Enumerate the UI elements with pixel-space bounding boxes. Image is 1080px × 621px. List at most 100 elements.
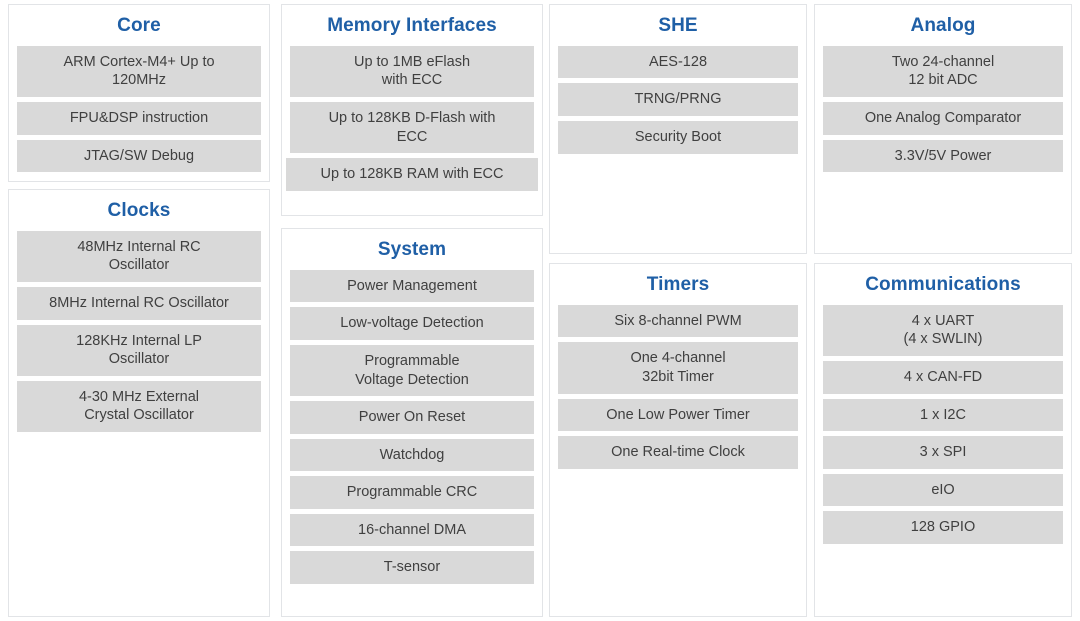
block-item: 128KHz Internal LP Oscillator xyxy=(17,324,261,376)
block-item: Watchdog xyxy=(290,438,534,472)
block-item: TRNG/PRNG xyxy=(558,83,798,116)
block-item: 4 x UART (4 x SWLIN) xyxy=(823,304,1063,356)
block-item: eIO xyxy=(823,473,1063,507)
block-item-line1: 3.3V/5V Power xyxy=(894,147,992,164)
block-item: One Low Power Timer xyxy=(558,398,798,432)
block-item-line1: Up to 128KB D-Flash with xyxy=(328,109,496,126)
block-item-line2: Oscillator xyxy=(108,351,170,368)
panel-items-memory-interfaces: Up to 1MB eFlash with ECC Up to 128KB D-… xyxy=(282,45,542,204)
panel-title-memory-interfaces: Memory Interfaces xyxy=(327,15,497,36)
block-item: Security Boot xyxy=(558,120,798,154)
panel-clocks: Clocks 48MHz Internal RC Oscillator 8MHz… xyxy=(8,189,270,617)
panel-analog: Analog Two 24-channel 12 bit ADC One Ana… xyxy=(814,4,1072,254)
block-item-line2: with ECC xyxy=(381,72,443,89)
block-item: Low-voltage Detection xyxy=(290,307,534,340)
panel-title-she: SHE xyxy=(658,15,698,36)
block-item: Up to 128KB RAM with ECC xyxy=(286,158,538,191)
block-item: 48MHz Internal RC Oscillator xyxy=(17,230,261,282)
block-item: JTAG/SW Debug xyxy=(17,139,261,173)
block-item: One 4-channel 32bit Timer xyxy=(558,342,798,394)
block-item-line2: 12 bit ADC xyxy=(908,72,978,89)
block-item-line1: 8MHz Internal RC Oscillator xyxy=(49,294,229,311)
block-item-line1: Programmable CRC xyxy=(346,484,478,501)
block-item: ARM Cortex-M4+ Up to 120MHz xyxy=(17,45,261,97)
panel-items-core: ARM Cortex-M4+ Up to 120MHz FPU&DSP inst… xyxy=(9,45,269,185)
block-item: 16-channel DMA xyxy=(290,513,534,547)
block-item-line1: 128KHz Internal LP xyxy=(76,332,202,349)
panel-she: SHE AES-128 TRNG/PRNG Security Boot xyxy=(549,4,807,254)
block-item: 4-30 MHz External Crystal Oscillator xyxy=(17,380,261,432)
block-item: 3.3V/5V Power xyxy=(823,139,1063,173)
block-item-line1: eIO xyxy=(931,481,955,498)
block-item-line2: Voltage Detection xyxy=(355,371,469,388)
block-item-line1: Up to 128KB RAM with ECC xyxy=(320,166,504,183)
block-item-line1: Two 24-channel xyxy=(891,53,995,70)
block-item-line2: Crystal Oscillator xyxy=(84,407,194,424)
block-item: 128 GPIO xyxy=(823,511,1063,544)
block-item: FPU&DSP instruction xyxy=(17,101,261,135)
block-item-line1: One 4-channel xyxy=(630,350,726,367)
block-item: 8MHz Internal RC Oscillator xyxy=(17,286,261,320)
block-item: AES-128 xyxy=(558,45,798,79)
block-item-line1: 4 x CAN-FD xyxy=(903,368,983,385)
panel-items-she: AES-128 TRNG/PRNG Security Boot xyxy=(550,45,806,167)
panel-title-core: Core xyxy=(117,15,161,36)
panel-title-communications: Communications xyxy=(865,274,1021,295)
block-item-line1: One Analog Comparator xyxy=(864,109,1022,126)
block-item: Power On Reset xyxy=(290,401,534,434)
block-item-line1: Power Management xyxy=(347,277,477,294)
panel-memory-interfaces: Memory Interfaces Up to 1MB eFlash with … xyxy=(281,4,543,216)
panel-communications: Communications 4 x UART (4 x SWLIN) 4 x … xyxy=(814,263,1072,617)
block-item: 3 x SPI xyxy=(823,436,1063,469)
panel-timers: Timers Six 8-channel PWM One 4-channel 3… xyxy=(549,263,807,617)
panel-core: Core ARM Cortex-M4+ Up to 120MHz FPU&DSP… xyxy=(8,4,270,182)
panel-title-timers: Timers xyxy=(646,274,710,295)
block-item-line1: TRNG/PRNG xyxy=(634,91,722,108)
block-item-line1: ARM Cortex-M4+ Up to xyxy=(63,53,215,70)
block-item-line1: Up to 1MB eFlash xyxy=(353,53,471,70)
panel-title-system: System xyxy=(377,239,447,260)
block-item-line1: 4 x UART xyxy=(911,312,975,329)
panel-title-analog: Analog xyxy=(910,15,976,36)
block-item-line1: Security Boot xyxy=(634,128,722,145)
block-item: One Analog Comparator xyxy=(823,101,1063,135)
panel-items-timers: Six 8-channel PWM One 4-channel 32bit Ti… xyxy=(550,304,806,482)
block-item: One Real-time Clock xyxy=(558,436,798,469)
panel-items-analog: Two 24-channel 12 bit ADC One Analog Com… xyxy=(815,45,1071,185)
block-item-line1: 3 x SPI xyxy=(919,444,967,461)
block-item-line1: FPU&DSP instruction xyxy=(69,109,209,126)
block-item-line1: Watchdog xyxy=(379,446,445,463)
panel-system: System Power Management Low-voltage Dete… xyxy=(281,228,543,617)
block-item: Programmable CRC xyxy=(290,476,534,509)
block-item-line1: 48MHz Internal RC xyxy=(77,238,201,255)
block-item-line1: Low-voltage Detection xyxy=(340,315,484,332)
block-item-line1: 4-30 MHz External xyxy=(78,388,200,405)
block-item: 1 x I2C xyxy=(823,398,1063,432)
block-item-line1: AES-128 xyxy=(648,53,708,70)
block-item-line1: Power On Reset xyxy=(358,409,466,426)
block-item-line1: Six 8-channel PWM xyxy=(614,312,742,329)
block-item: T-sensor xyxy=(290,551,534,584)
block-item-line1: 1 x I2C xyxy=(920,406,966,423)
block-item-line1: One Real-time Clock xyxy=(611,444,745,461)
block-item-line2: ECC xyxy=(396,128,428,145)
panel-items-clocks: 48MHz Internal RC Oscillator 8MHz Intern… xyxy=(9,230,269,445)
block-item: Power Management xyxy=(290,269,534,303)
panel-title-clocks: Clocks xyxy=(107,200,171,221)
block-item-line2: Oscillator xyxy=(108,257,170,274)
block-item-line1: JTAG/SW Debug xyxy=(83,147,195,164)
block-item-line1: 16-channel DMA xyxy=(358,521,466,538)
block-item: Six 8-channel PWM xyxy=(558,304,798,338)
block-item-line2: 32bit Timer xyxy=(642,368,714,385)
block-item: Up to 1MB eFlash with ECC xyxy=(290,45,534,97)
block-item: Up to 128KB D-Flash with ECC xyxy=(290,101,534,154)
panel-items-communications: 4 x UART (4 x SWLIN) 4 x CAN-FD 1 x I2C … xyxy=(815,304,1071,557)
panel-items-system: Power Management Low-voltage Detection P… xyxy=(282,269,542,597)
block-item-line1: 128 GPIO xyxy=(910,519,976,536)
block-item-line2: (4 x SWLIN) xyxy=(903,331,983,348)
block-item: Programmable Voltage Detection xyxy=(290,344,534,397)
block-item-line1: Programmable xyxy=(364,352,460,369)
block-item: Two 24-channel 12 bit ADC xyxy=(823,45,1063,97)
block-item-line1: One Low Power Timer xyxy=(606,406,750,423)
